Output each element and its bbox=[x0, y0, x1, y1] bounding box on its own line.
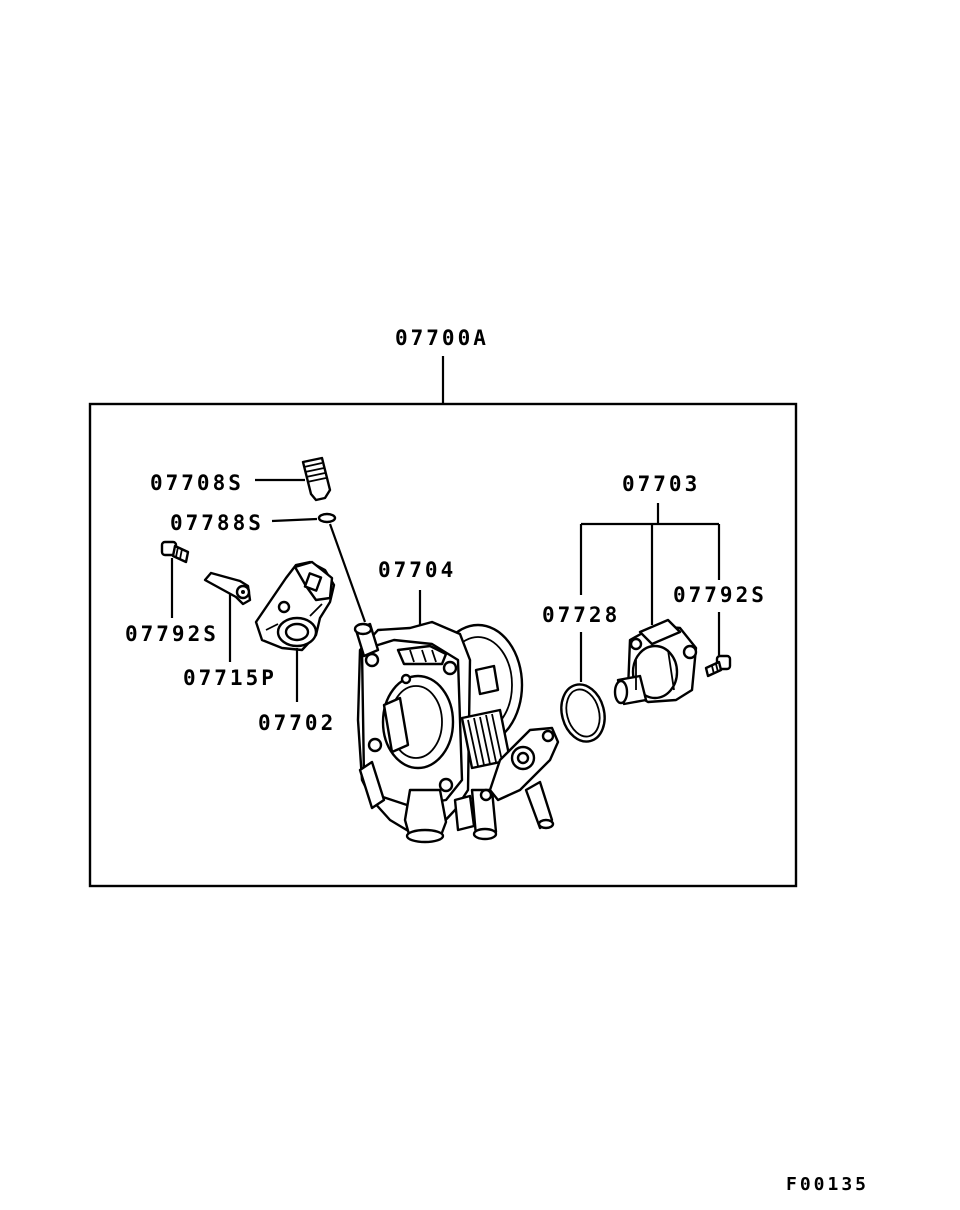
bracket-07715p-icon bbox=[203, 571, 252, 606]
oring-07788s-icon bbox=[317, 512, 337, 524]
figure-code: F00135 bbox=[786, 1174, 869, 1195]
screw-07708s-icon bbox=[301, 456, 332, 502]
screw-07792s-left-icon bbox=[160, 540, 190, 564]
callout-07702: 07702 bbox=[258, 711, 336, 735]
leader-07788s bbox=[271, 517, 318, 523]
callout-07792s-right: 07792S bbox=[673, 583, 767, 607]
assembly-label: 07700A bbox=[395, 326, 489, 350]
callout-07708s: 07708S bbox=[150, 471, 244, 495]
oring-07728-icon bbox=[560, 683, 606, 743]
callout-07703: 07703 bbox=[622, 472, 700, 496]
leader-07788s-to-body bbox=[328, 523, 367, 623]
callout-07728: 07728 bbox=[542, 603, 620, 627]
throttle-body-07704-icon bbox=[353, 620, 560, 844]
callout-07788s: 07788S bbox=[170, 511, 264, 535]
leader-07703-bracket bbox=[579, 503, 721, 625]
assembly-frame bbox=[88, 402, 798, 888]
callout-07704: 07704 bbox=[378, 558, 456, 582]
callout-07715p: 07715P bbox=[183, 666, 277, 690]
idle-control-07703-icon bbox=[613, 618, 698, 706]
screw-07792s-right-icon bbox=[704, 654, 732, 678]
throttle-sensor-07702-icon bbox=[254, 560, 336, 652]
callout-07792s-left: 07792S bbox=[125, 622, 219, 646]
